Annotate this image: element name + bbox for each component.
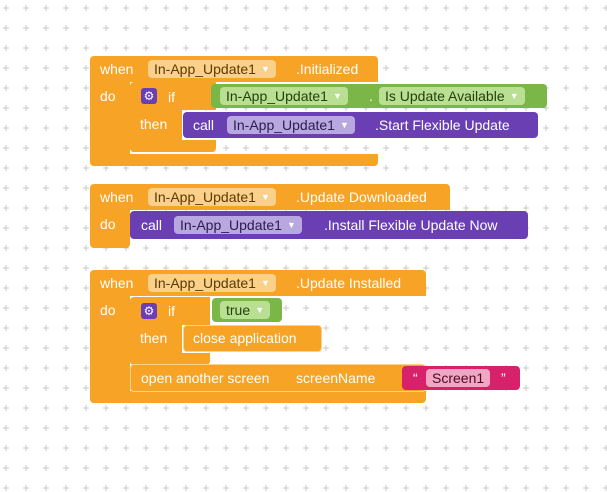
if-label: if xyxy=(168,89,175,105)
call-label: call xyxy=(141,217,163,233)
event-name: .Initialized xyxy=(296,61,359,77)
chevron-down-icon: ▼ xyxy=(509,91,519,101)
open-screen-label: open another screen xyxy=(141,370,270,386)
event-block-initialized[interactable]: when In-App_Update1 ▼ .Initialized do xyxy=(90,56,378,166)
component-dropdown[interactable]: In-App_Update1 ▼ xyxy=(148,60,276,78)
then-label: then xyxy=(140,116,168,132)
boolean-dropdown[interactable]: true ▼ xyxy=(220,301,271,319)
gear-icon[interactable]: ⚙ xyxy=(141,303,157,319)
screen-name-value[interactable]: Screen1 xyxy=(426,369,491,387)
do-label: do xyxy=(100,88,116,104)
do-label: do xyxy=(100,302,116,318)
screen-name-label: screenName xyxy=(296,370,376,386)
component-dropdown[interactable]: In-App_Update1 ▼ xyxy=(148,188,276,206)
chevron-down-icon: ▼ xyxy=(255,305,265,315)
condition-property-dropdown[interactable]: Is Update Available ▼ xyxy=(379,87,525,105)
chevron-down-icon: ▼ xyxy=(261,278,270,288)
if-block[interactable]: ⚙ if then xyxy=(130,82,546,152)
chevron-down-icon: ▼ xyxy=(340,120,349,130)
condition-component-dropdown[interactable]: In-App_Update1 ▼ xyxy=(220,87,348,105)
if-block[interactable]: ⚙ if then xyxy=(130,297,322,365)
dot-separator: . xyxy=(369,88,373,104)
close-application-label: close application xyxy=(193,330,297,346)
do-label: do xyxy=(100,216,116,232)
call-component-dropdown[interactable]: In-App_Update1 ▼ xyxy=(227,116,355,134)
if-label: if xyxy=(168,303,175,319)
when-label: when xyxy=(100,61,134,77)
chevron-down-icon: ▼ xyxy=(261,192,270,202)
gear-icon[interactable]: ⚙ xyxy=(141,88,157,104)
when-label: when xyxy=(100,189,134,205)
event-block-update-installed[interactable]: when In-App_Update1 ▼ .Update Installed … xyxy=(90,270,426,403)
event-name: .Update Downloaded xyxy=(296,189,427,205)
when-label: when xyxy=(100,275,134,291)
then-label: then xyxy=(140,330,168,346)
chevron-down-icon: ▼ xyxy=(261,64,270,74)
event-block-update-downloaded[interactable]: when In-App_Update1 ▼ .Update Downloaded… xyxy=(90,184,450,248)
quote-open: “ xyxy=(413,370,418,386)
event-name: .Update Installed xyxy=(296,275,402,291)
method-name: .Install Flexible Update Now xyxy=(324,217,498,233)
open-another-screen-block[interactable] xyxy=(130,364,426,392)
close-application-block[interactable] xyxy=(183,325,322,352)
call-component-dropdown[interactable]: In-App_Update1 ▼ xyxy=(174,216,302,234)
chevron-down-icon: ▼ xyxy=(333,91,342,101)
chevron-down-icon: ▼ xyxy=(287,220,296,230)
method-name: .Start Flexible Update xyxy=(375,117,510,133)
call-label: call xyxy=(193,117,215,133)
component-dropdown[interactable]: In-App_Update1 ▼ xyxy=(148,274,276,292)
quote-close: ” xyxy=(501,370,506,386)
